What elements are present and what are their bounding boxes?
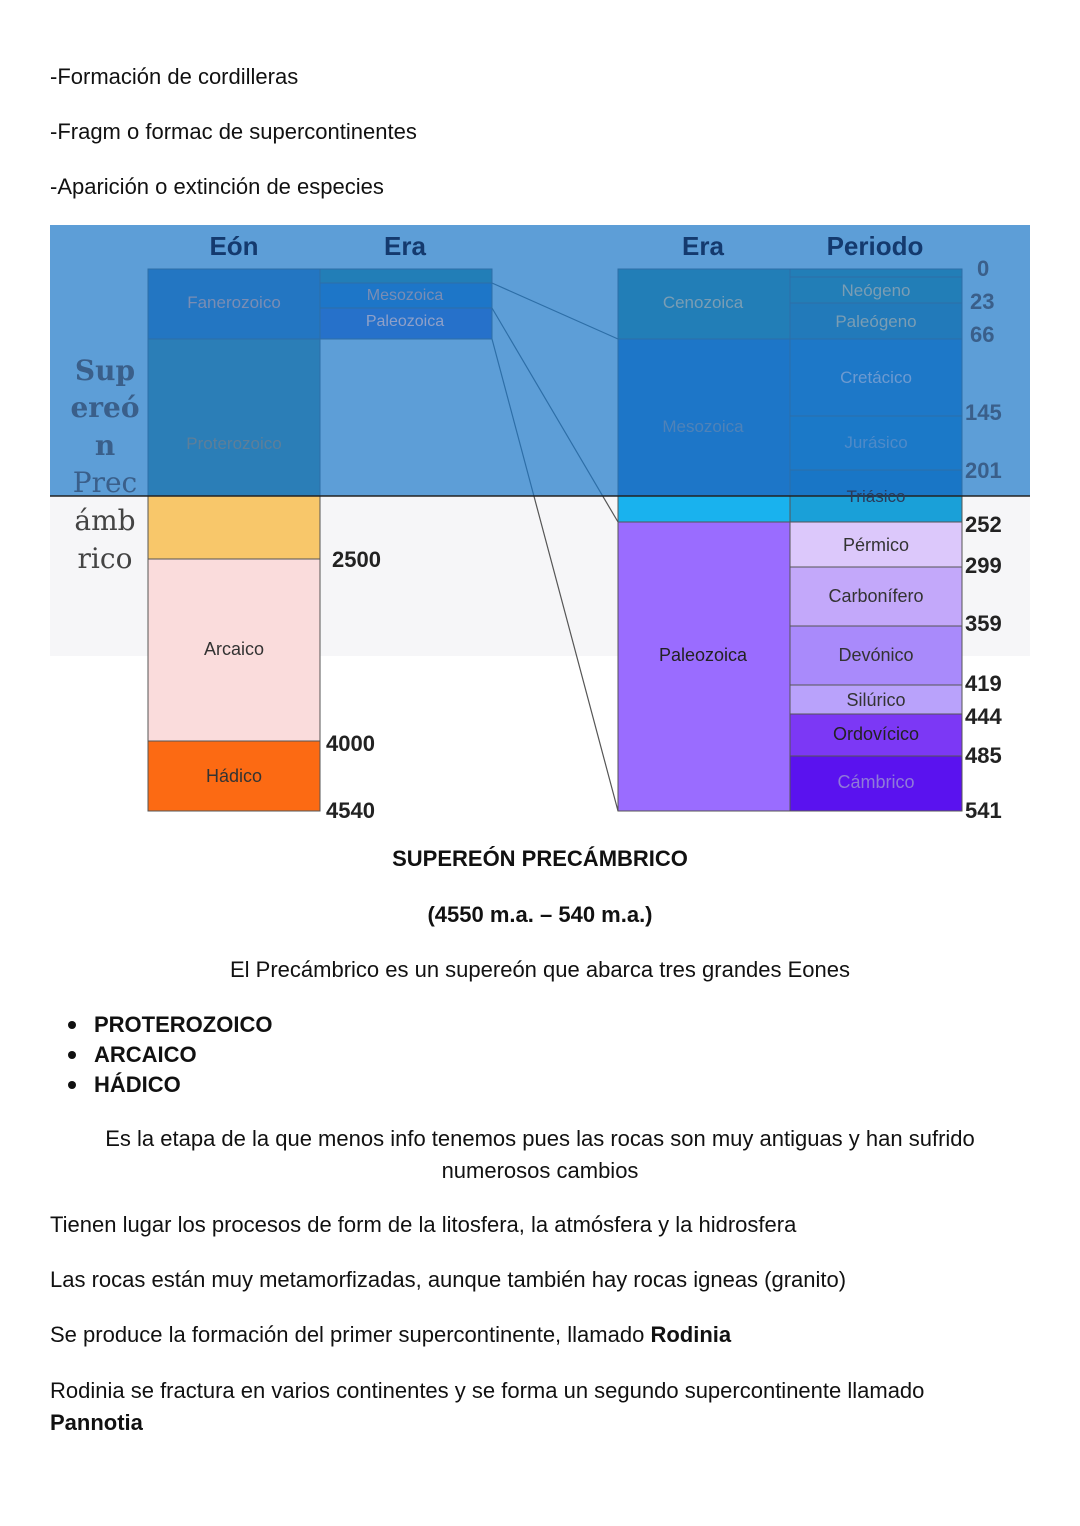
period-box-permico bbox=[789, 521, 963, 568]
paragraph-3: Se produce la formación del primer super… bbox=[50, 1320, 731, 1350]
period-age-0: 0 bbox=[977, 256, 989, 281]
period-box-devonico bbox=[789, 625, 963, 686]
period-box-triasico-lower bbox=[789, 495, 963, 523]
section-lead: El Precámbrico es un supereón que abarca… bbox=[229, 957, 851, 982]
period-label-permico: Pérmico bbox=[843, 535, 909, 555]
period-box-ordovicico bbox=[789, 713, 963, 757]
eon-age-4000: 4000 bbox=[326, 731, 375, 756]
list-item: PROTEROZOICO bbox=[68, 1010, 272, 1040]
eon-box-arcaico bbox=[147, 558, 321, 742]
diagram-blue-overlay bbox=[50, 225, 1030, 496]
eon-label-arcaico: Arcaico bbox=[204, 639, 264, 659]
header-periodo: Periodo bbox=[827, 231, 924, 261]
period-age-359: 359 bbox=[965, 611, 1002, 636]
supereon-label-5: ámb bbox=[74, 504, 135, 537]
right-era-box-mesozoica-lower bbox=[617, 495, 791, 523]
period-age-252: 252 bbox=[965, 512, 1002, 537]
period-age-485: 485 bbox=[965, 743, 1002, 768]
period-age-145: 145 bbox=[965, 400, 1002, 425]
right-era-label-cenozoica: Cenozoica bbox=[663, 293, 744, 312]
paragraph-3-text: Se produce la formación del primer super… bbox=[50, 1322, 651, 1347]
eon-label-hadico: Hádico bbox=[206, 766, 262, 786]
list-item: HÁDICO bbox=[68, 1070, 272, 1100]
right-era-label-paleozoica: Paleozoica bbox=[659, 645, 748, 665]
eon-age-4540: 4540 bbox=[326, 798, 375, 823]
period-age-23: 23 bbox=[970, 289, 994, 314]
paragraph-2: Las rocas están muy metamorfizadas, aunq… bbox=[50, 1267, 847, 1292]
period-age-299: 299 bbox=[965, 553, 1002, 578]
supereon-label-4: Prec bbox=[73, 466, 137, 499]
bullet-dot-icon bbox=[68, 1051, 76, 1059]
left-era-label-mesozoica: Mesozoica bbox=[367, 287, 444, 304]
supereon-label-1: Sup bbox=[75, 354, 135, 387]
period-label-neogeno: Neógeno bbox=[841, 281, 910, 300]
period-box-cambrico bbox=[789, 755, 963, 812]
period-age-541: 541 bbox=[965, 798, 1002, 823]
list-item: ARCAICO bbox=[68, 1040, 272, 1070]
period-box-silurico bbox=[789, 684, 963, 715]
eon-box-hadico bbox=[147, 740, 321, 812]
note-line-1: Es la etapa de la que menos info tenemos… bbox=[105, 1126, 975, 1151]
period-label-cretacico: Cretácico bbox=[840, 368, 912, 387]
eon-label-proterozoico: Proterozoico bbox=[186, 434, 281, 453]
bullet-dot-icon bbox=[68, 1081, 76, 1089]
period-label-carbonifero: Carbonífero bbox=[828, 586, 923, 606]
supereon-label-3: n bbox=[95, 429, 115, 462]
header-eon: Eón bbox=[209, 231, 258, 261]
period-label-silurico: Silúrico bbox=[846, 690, 905, 710]
period-label-jurasico: Jurásico bbox=[844, 433, 907, 452]
right-era-label-mesozoica: Mesozoica bbox=[662, 417, 744, 436]
bullet-dot-icon bbox=[68, 1021, 76, 1029]
period-label-ordovicico: Ordovícico bbox=[833, 724, 919, 744]
paragraph-1: Tienen lugar los procesos de form de la … bbox=[50, 1212, 797, 1237]
intro-line-3: -Aparición o extinción de especies bbox=[50, 174, 384, 199]
eon-age-2500: 2500 bbox=[332, 547, 381, 572]
supereon-label-6: rico bbox=[78, 542, 133, 575]
geologic-time-diagram: Eón Era Era Periodo Sup ereó n Prec ámb … bbox=[50, 225, 1030, 823]
period-label-devonico: Devónico bbox=[838, 645, 913, 665]
section-range: (4550 m.a. – 540 m.a.) bbox=[427, 902, 653, 927]
header-era-left: Era bbox=[384, 231, 426, 261]
period-age-444: 444 bbox=[965, 704, 1002, 729]
eon-label-fanerozoico: Fanerozoico bbox=[187, 293, 281, 312]
pannotia-term: Pannotia bbox=[50, 1410, 143, 1435]
paragraph-4: Rodinia se fractura en varios continente… bbox=[50, 1378, 925, 1403]
eon-list: PROTEROZOICO ARCAICO HÁDICO bbox=[68, 1010, 272, 1100]
intro-line-1: -Formación de cordilleras bbox=[50, 64, 299, 89]
list-item-label: ARCAICO bbox=[94, 1042, 197, 1067]
period-age-201: 201 bbox=[965, 458, 1002, 483]
rodinia-term: Rodinia bbox=[650, 1322, 732, 1347]
intro-line-2: -Fragm o formac de supercontinentes bbox=[50, 119, 417, 144]
period-label-cambrico: Cámbrico bbox=[837, 772, 914, 792]
period-age-419: 419 bbox=[965, 671, 1002, 696]
section-title: SUPEREÓN PRECÁMBRICO bbox=[392, 846, 688, 871]
period-label-paleogeno: Paleógeno bbox=[835, 312, 916, 331]
period-age-66: 66 bbox=[970, 322, 994, 347]
left-era-label-paleozoica: Paleozoica bbox=[366, 313, 444, 330]
right-era-box-paleozoica bbox=[617, 521, 791, 812]
period-box-carbonifero bbox=[789, 566, 963, 627]
header-era-right: Era bbox=[682, 231, 724, 261]
list-item-label: PROTEROZOICO bbox=[94, 1012, 273, 1037]
supereon-label-2: ereó bbox=[70, 391, 139, 424]
note-line-2: numerosos cambios bbox=[441, 1158, 639, 1183]
period-label-triasico: Triásico bbox=[847, 487, 906, 506]
eon-box-proterozoico-lower bbox=[147, 495, 321, 560]
list-item-label: HÁDICO bbox=[94, 1072, 181, 1097]
